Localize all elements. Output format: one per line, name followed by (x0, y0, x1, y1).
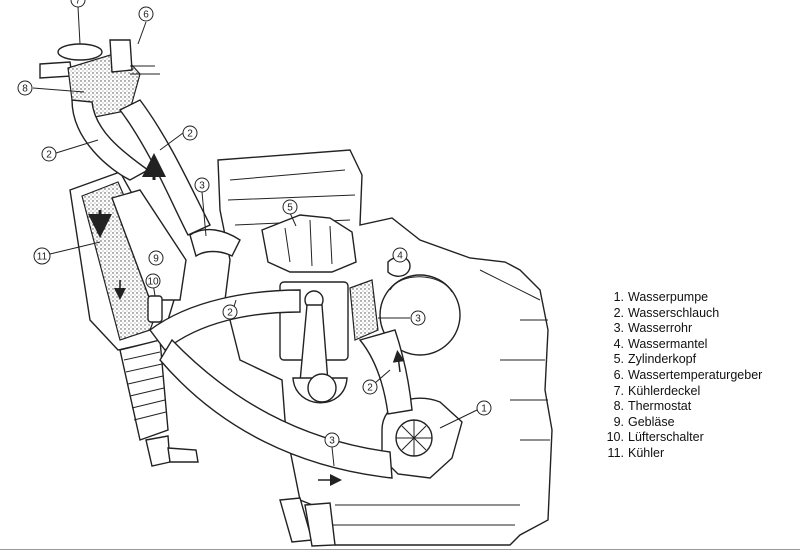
cylinder-head (261, 214, 357, 273)
bottom-divider (0, 549, 800, 550)
legend-item: 2.Wasserschlauch (613, 305, 720, 320)
callout-4: 4 (392, 247, 408, 263)
sender-plug (167, 447, 199, 463)
callout-3-right: 3 (410, 310, 426, 326)
callout-10: 10 (145, 273, 161, 289)
legend-item: 5.Zylinderkopf (613, 352, 697, 367)
bottom-outlet (304, 502, 336, 547)
callout-9: 9 (148, 250, 164, 266)
legend-item: 11.Kühler (607, 445, 665, 460)
svg-text:8: 8 (22, 84, 28, 95)
parts-legend: 1.Wasserpumpe 2.Wasserschlauch 3.Wasserr… (598, 290, 763, 462)
legend-item: 4.Wassermantel (613, 336, 708, 351)
svg-text:11: 11 (37, 252, 48, 263)
svg-text:6: 6 (143, 10, 149, 21)
fan-housing (111, 189, 187, 301)
upper-water-pipe (189, 228, 241, 258)
callout-2-lower: 2 (362, 379, 378, 395)
fan-switch (147, 295, 163, 323)
legend-item: 9.Gebläse (613, 414, 675, 429)
legend-item: 6.Wassertemperaturgeber (613, 367, 763, 382)
callout-8: 8 (17, 80, 33, 96)
legend-item: 10.Lüfterschalter (606, 430, 704, 445)
svg-text:3: 3 (199, 181, 205, 192)
callout-2-middle: 2 (222, 304, 238, 320)
legend-item: 7.Kühlerdeckel (613, 383, 701, 398)
svg-text:3: 3 (329, 436, 335, 447)
callout-3-lower: 3 (324, 432, 340, 448)
svg-text:2: 2 (227, 308, 233, 319)
legend-item: 8.Thermostat (613, 399, 692, 414)
callout-3-upper: 3 (194, 177, 210, 193)
upper-hose (71, 99, 150, 181)
svg-text:1: 1 (481, 404, 487, 415)
legend-item: 3.Wasserrohr (613, 321, 693, 336)
flow-arrows (88, 153, 405, 486)
svg-text:2: 2 (367, 383, 373, 394)
callout-6: 6 (138, 6, 154, 22)
svg-text:5: 5 (287, 203, 293, 214)
legend-item: 1.Wasserpumpe (613, 290, 709, 304)
callout-2-upper-right: 2 (182, 125, 198, 141)
svg-text:10: 10 (147, 277, 159, 288)
piston-con-rod (279, 281, 349, 404)
lower-hose (149, 289, 301, 351)
svg-text:2: 2 (46, 150, 52, 161)
svg-text:2: 2 (187, 129, 193, 140)
water-pump (381, 397, 463, 479)
callout-2-upper-left: 2 (41, 146, 57, 162)
svg-text:9: 9 (153, 254, 159, 265)
callout-5: 5 (282, 199, 298, 215)
callout-11: 11 (33, 247, 51, 265)
svg-text:3: 3 (415, 314, 421, 325)
svg-text:7: 7 (75, 0, 81, 7)
water-jacket (349, 279, 379, 341)
svg-text:4: 4 (397, 251, 403, 262)
callout-7: 7 (70, 0, 86, 8)
callout-1: 1 (476, 400, 492, 416)
